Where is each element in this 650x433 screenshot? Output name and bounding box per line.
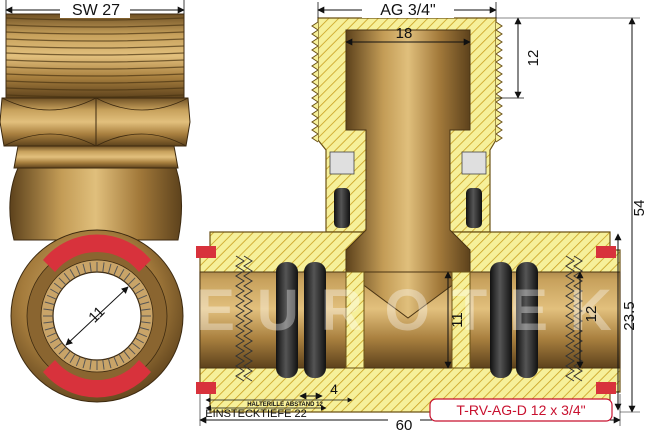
run-orings-left [276, 262, 326, 378]
thread-length-label: 12 [525, 50, 542, 67]
ring-distance-label: 4 [330, 381, 338, 397]
side-view: 11 SW 27 [0, 0, 191, 403]
insertion-depth-label: EINSTECKTIEFE 22 [205, 408, 306, 420]
wrench-size-label: SW 27 [72, 2, 120, 19]
inner-diameter-section-label: 11 [449, 312, 466, 328]
side-view-hex-nut [0, 97, 191, 147]
ring-distance-note: HALTERILLE ABSTAND 12 [247, 402, 323, 408]
watermark: EUROTEK [196, 278, 634, 343]
total-height-label: 54 [631, 200, 648, 217]
seal-cap-top-right [596, 246, 616, 258]
outer-diameter-label: 23.5 [621, 301, 638, 330]
thread-label: AG 3/4" [380, 2, 435, 19]
section-cone [344, 271, 472, 319]
seal-cap-top-left [196, 246, 216, 258]
product-code-box [429, 398, 613, 422]
pipe-diameter-label: 12 [583, 306, 600, 323]
total-length-label: 60 [396, 417, 413, 433]
side-view-body [9, 167, 183, 241]
run-orings-right [490, 262, 538, 378]
side-view-collar [13, 145, 179, 169]
side-view-thread [5, 13, 185, 99]
seal-cap-bottom-right [596, 382, 616, 394]
cross-section-view: EUROTEK AG 3/4" 18 12 54 23.5 12 11 4 HA… [196, 0, 648, 433]
product-code: T-RV-AG-D 12 x 3/4" [456, 402, 585, 418]
seal-cap-bottom-left [196, 382, 216, 394]
stem-oring-right [466, 188, 482, 228]
thread-bore-label: 18 [396, 25, 413, 42]
side-inner-diameter-line [65, 286, 129, 346]
stem-oring-left [334, 188, 350, 228]
